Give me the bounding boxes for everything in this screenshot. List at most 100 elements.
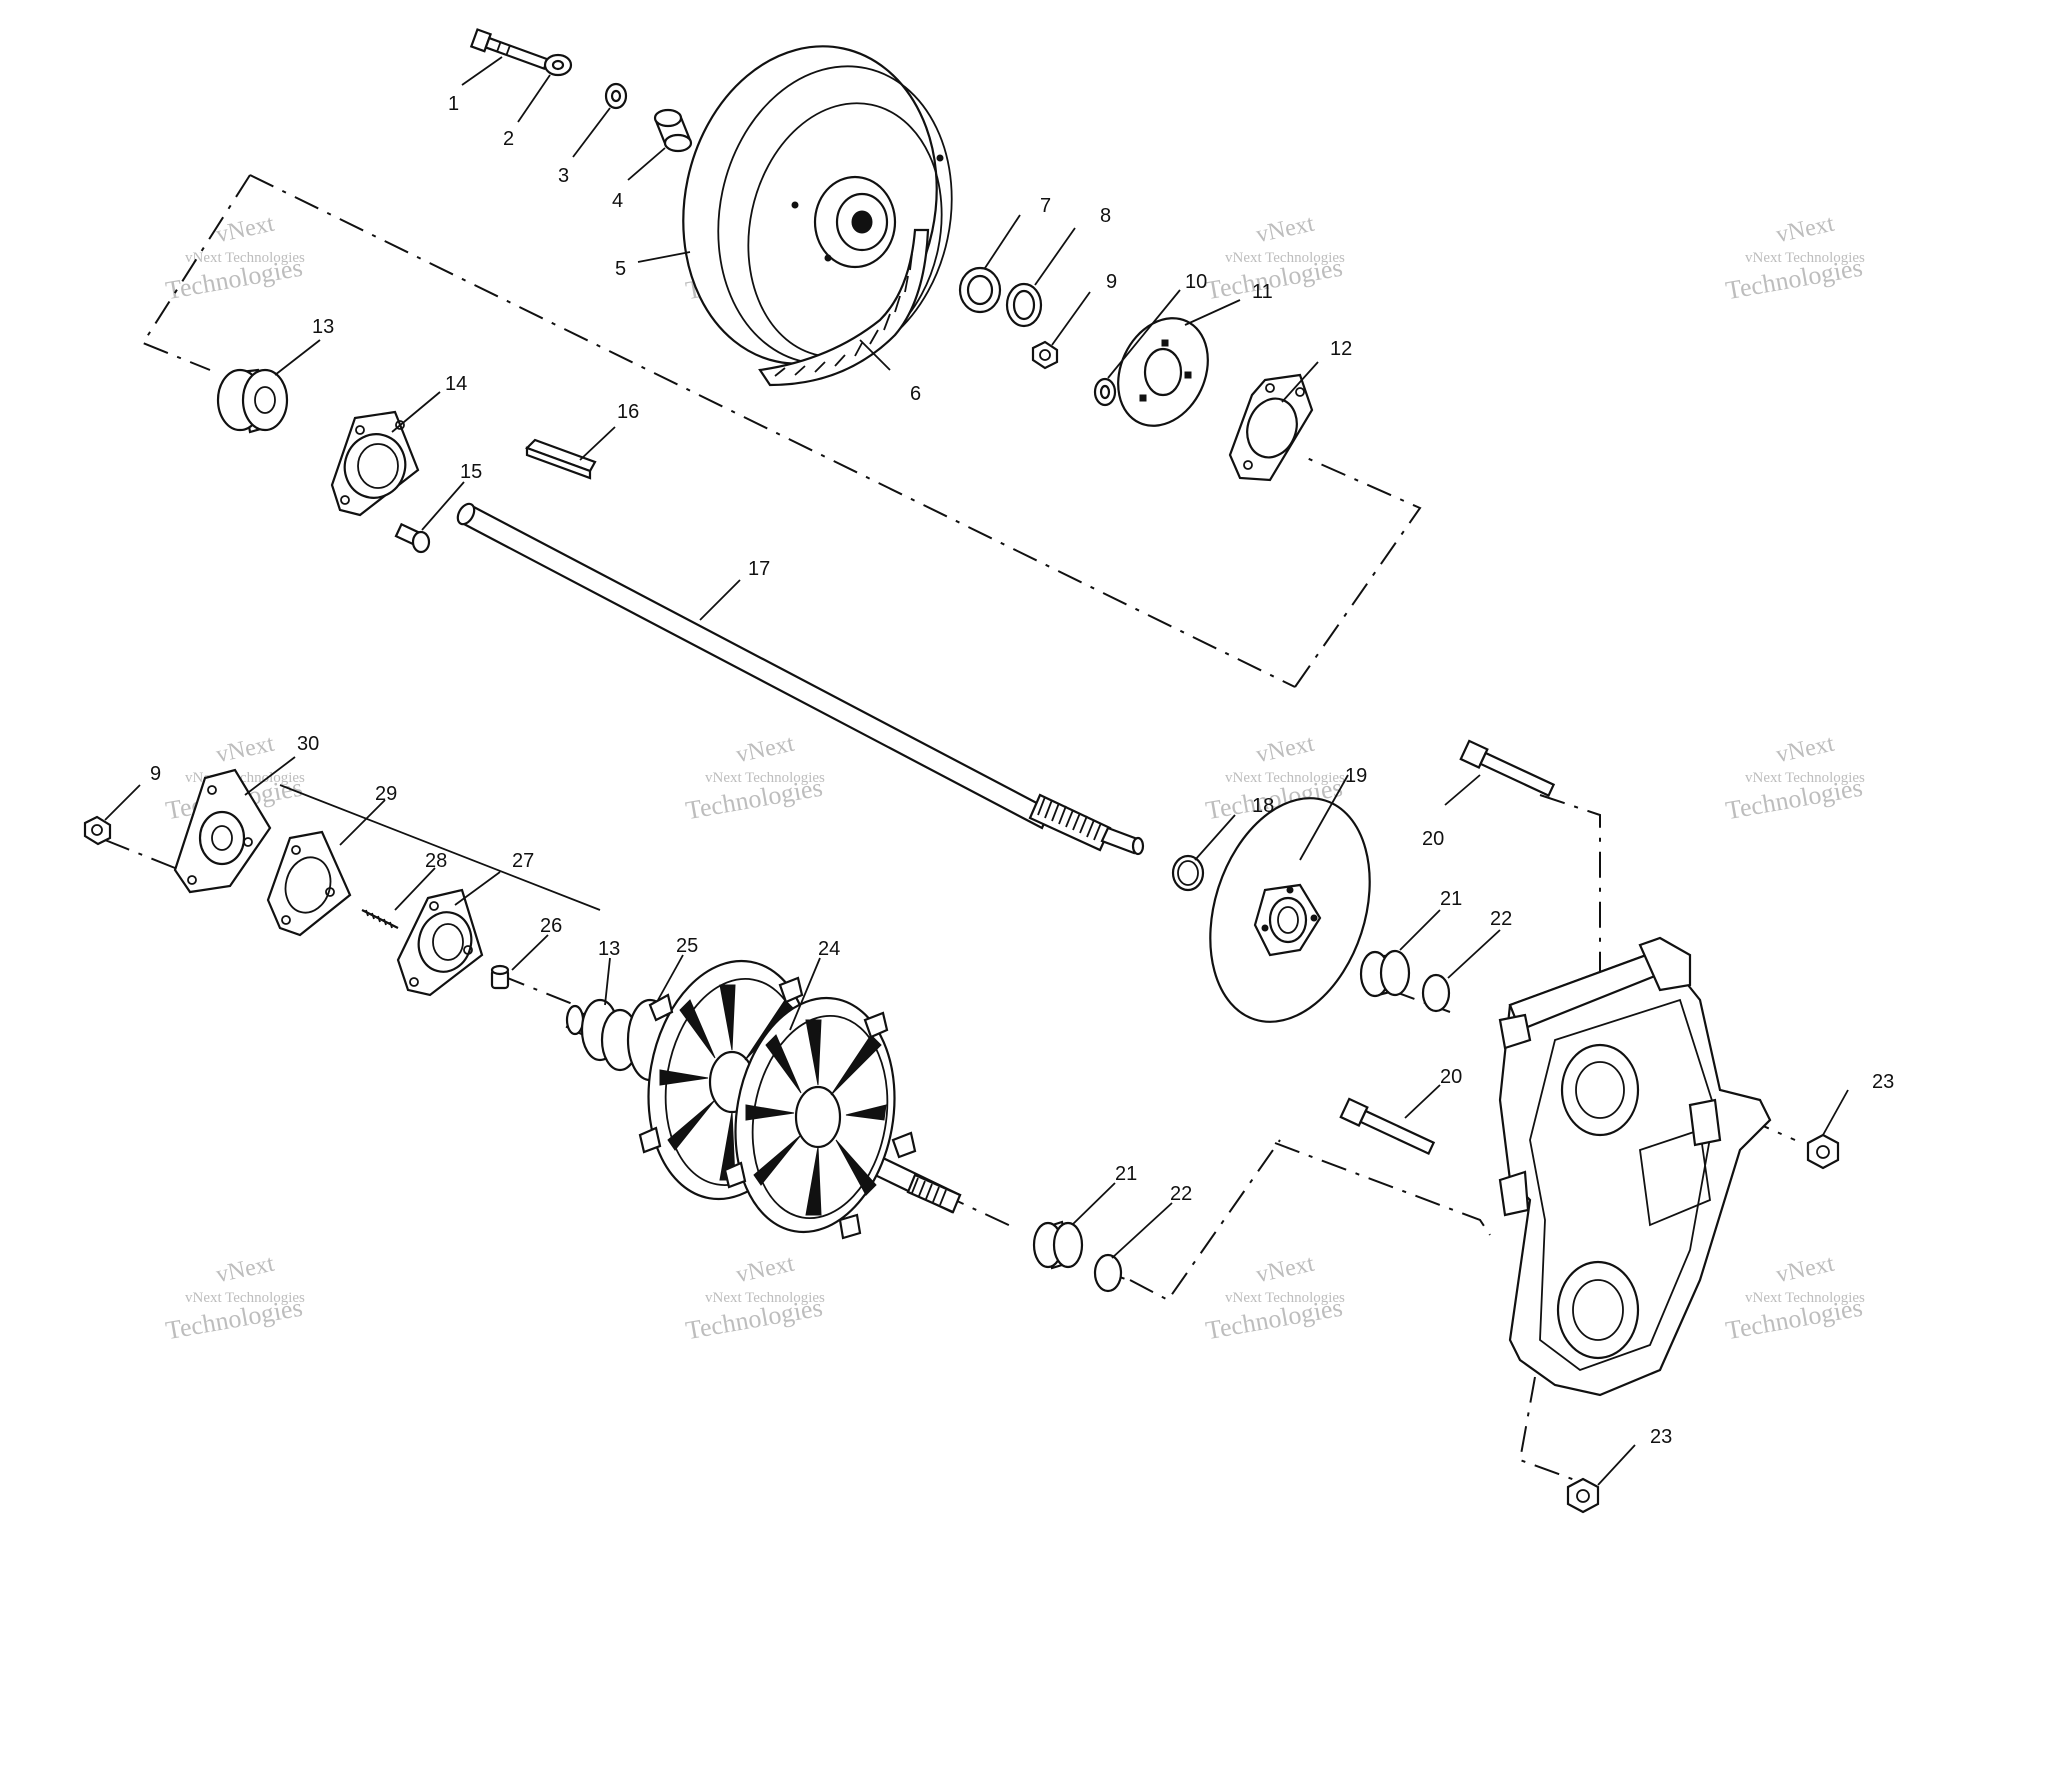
callout-6: 6 [910,383,921,405]
left-axis-line [104,839,176,869]
watermark: vNext vNext Technologies Technologies [1203,211,1345,306]
callout-28: 28 [425,850,447,872]
callout-3: 3 [558,165,569,187]
watermark: vNext vNext Technologies Technologies [1723,211,1865,306]
lower-dashed-line [1274,1142,1491,1236]
callout-11: 11 [1252,281,1273,303]
callout-9-lower: 9 [150,763,161,785]
watermark-line1: vNext [1254,211,1317,249]
upper-dashed-line [249,174,1296,688]
callout-20-upper: 20 [1422,828,1444,850]
watermark-line2: vNext Technologies [1745,250,1865,266]
callout-16: 16 [617,401,639,423]
callout-5: 5 [615,258,626,280]
bearing-21-upper [1359,949,1411,998]
seal-ring-7 [958,266,1002,314]
callout-19: 19 [1345,765,1367,787]
drive-axle-17 [456,502,1145,856]
callout-15: 15 [460,461,482,483]
upper-dashed-line [141,174,251,371]
retainer-plate-11 [1117,317,1209,427]
seal-22-lower [1093,1253,1123,1293]
callout-10: 10 [1185,271,1207,293]
bearing-flange-14 [330,410,420,517]
callout-9: 9 [1106,271,1117,293]
watermark-line1: vNext [734,731,797,769]
watermark-line2: vNext Technologies [1745,770,1865,786]
nut-9-lower [83,815,112,846]
callout-21-lower: 21 [1115,1163,1137,1185]
watermark-line1: vNext [1254,1251,1317,1289]
lower-dashed-line [1129,1139,1281,1302]
chaincase-housing [1498,936,1772,1397]
callout-25: 25 [676,935,698,957]
watermark: vNext vNext Technologies Technologies [1723,731,1865,826]
watermark-line1: vNext [1774,1251,1837,1289]
callout-27: 27 [512,850,534,872]
key-16 [525,438,597,480]
callout-24: 24 [818,938,840,960]
watermark-line2: vNext Technologies [1225,250,1345,266]
watermark-line1: vNext [1774,211,1837,249]
spring-pin-28 [361,909,399,929]
seal-22-upper [1421,973,1451,1013]
plug-26 [490,964,510,990]
lower-axis-line [279,784,601,911]
assembly-lines [104,174,1796,1481]
callout-14: 14 [445,373,467,395]
watermark-line1: vNext [214,731,277,769]
leader-lines [104,56,1849,1486]
callout-30: 30 [297,733,319,755]
washer-3 [604,82,628,110]
callout-13: 13 [312,316,334,338]
nut-23-right [1806,1133,1840,1170]
gasket-29 [266,830,352,937]
bearing-flange-12 [1228,373,1314,482]
callout-22-upper: 22 [1490,908,1512,930]
watermark: vNext vNext Technologies Technologies [1203,1251,1345,1346]
bolt-20-lower [1339,1097,1436,1156]
sprocket-wheel [723,996,917,1240]
bearing-13-upper [216,368,289,434]
callout-29: 29 [375,783,397,805]
callout-23-right: 23 [1872,1071,1894,1093]
watermark: vNext vNext Technologies Technologies [683,1251,825,1346]
bolt-15 [394,522,431,554]
watermark-line2: vNext Technologies [705,1290,825,1306]
left-axis-line [499,974,576,1006]
callout-1: 1 [448,93,459,115]
nut-23-bottom [1566,1477,1600,1514]
upper-dashed-line [1294,454,1422,688]
watermark-line2: vNext Technologies [1225,1290,1345,1306]
bolt-20-upper [1459,739,1556,798]
watermark-line1: vNext [1254,731,1317,769]
callout-20-lower: 20 [1440,1066,1462,1088]
callout-12: 12 [1330,338,1352,360]
bearing-housing-30 [173,768,272,894]
callout-23-bottom: 23 [1650,1426,1672,1448]
watermark-line1: vNext [214,211,277,249]
callout-4: 4 [612,190,623,212]
washer-2 [543,53,573,77]
watermark-line1: vNext [1774,731,1837,769]
callout-17: 17 [748,558,770,580]
callout-13-lower: 13 [598,938,620,960]
watermark: vNext vNext Technologies Technologies [163,211,305,306]
callout-8: 8 [1100,205,1111,227]
callout-labels: 1 2 3 4 5 6 7 8 9 10 11 12 13 14 15 16 1… [150,93,1894,1448]
watermark-line2: vNext Technologies [185,250,305,266]
drive-chain-6 [758,228,930,387]
watermark-line2: vNext Technologies [185,1290,305,1306]
nut-9-upper [1031,340,1059,370]
watermark-line1: vNext [214,1251,277,1289]
bottom-right-line [1518,1376,1576,1481]
callout-22-lower: 22 [1170,1183,1192,1205]
callout-7: 7 [1040,195,1051,217]
driven-sprocket-5 [682,45,953,365]
callout-2: 2 [503,128,514,150]
brake-disc-19 [1209,797,1371,1023]
watermark: vNext vNext Technologies Technologies [683,731,825,826]
bearing-21-lower [1032,1220,1084,1270]
watermark-line2: vNext Technologies [1225,770,1345,786]
